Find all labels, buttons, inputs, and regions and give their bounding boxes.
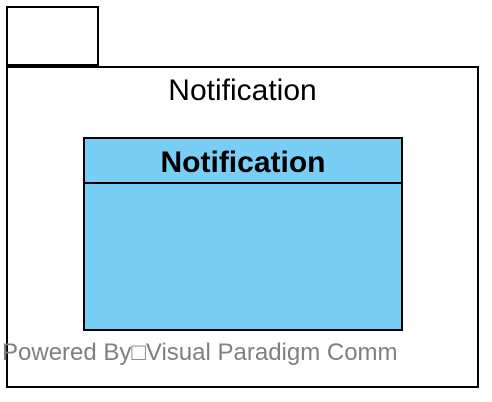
- class-box[interactable]: Notification: [83, 137, 403, 331]
- package-tab: [6, 6, 99, 66]
- class-body: [85, 184, 401, 329]
- package-title: Notification: [168, 74, 317, 107]
- class-name: Notification: [85, 139, 401, 184]
- watermark-text: Powered By□Visual Paradigm Comm: [2, 339, 398, 366]
